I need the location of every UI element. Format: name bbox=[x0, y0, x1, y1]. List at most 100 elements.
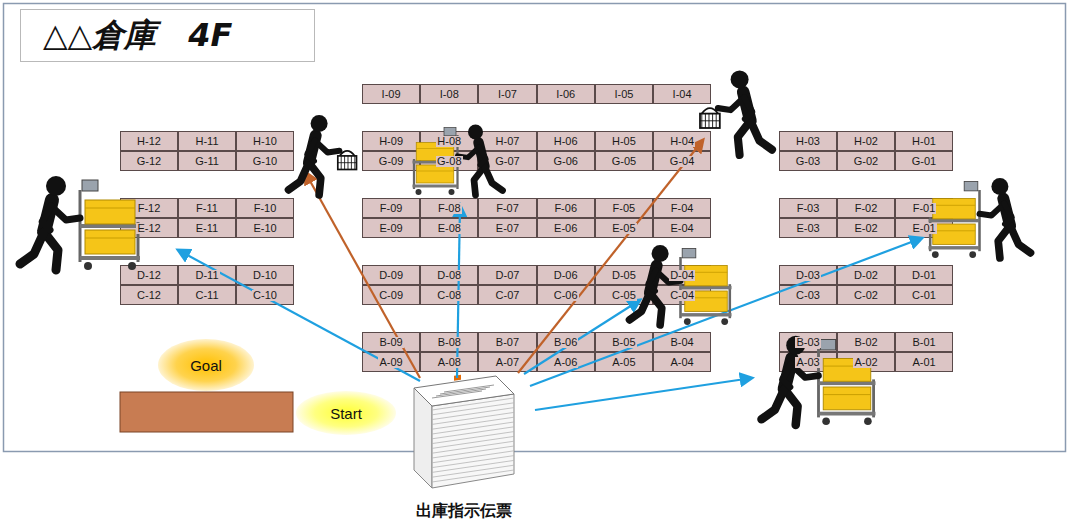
worker-figure bbox=[20, 200, 80, 270]
shelf-cell: B-09 bbox=[362, 332, 420, 352]
stack-front bbox=[432, 394, 514, 488]
location-code: G-09 bbox=[378, 156, 404, 167]
cart-wheel bbox=[721, 318, 728, 325]
location-code: H-11 bbox=[194, 136, 219, 147]
cart-wheel bbox=[416, 189, 422, 195]
basket-mesh bbox=[341, 156, 342, 170]
crate-rim bbox=[823, 366, 871, 367]
location-code: F-09 bbox=[379, 203, 404, 214]
basket-mesh bbox=[354, 156, 355, 170]
sheet-edge bbox=[432, 432, 514, 444]
location-code: B-08 bbox=[437, 337, 462, 348]
shelf-cell: E-01 bbox=[895, 218, 953, 238]
shelf-cell: C-01 bbox=[895, 285, 953, 305]
crate-rim bbox=[85, 208, 135, 209]
location-code: F-10 bbox=[253, 203, 278, 214]
basket-mesh bbox=[712, 114, 713, 128]
location-code: B-05 bbox=[611, 337, 636, 348]
route-arrow bbox=[535, 378, 752, 410]
marker-label: Goal bbox=[190, 357, 222, 374]
worker-figure bbox=[718, 92, 772, 155]
location-code: G-11 bbox=[194, 156, 220, 167]
location-code: B-02 bbox=[853, 337, 878, 348]
shelf-cell: C-11 bbox=[178, 285, 236, 305]
sheet-edge bbox=[432, 446, 514, 458]
shelf-cell: G-07 bbox=[478, 151, 536, 171]
shelf-cell: H-03 bbox=[779, 131, 837, 151]
shelf-cell: E-12 bbox=[120, 218, 178, 238]
top-sheet bbox=[414, 376, 514, 406]
cart-shelf bbox=[929, 246, 980, 249]
location-code: G-03 bbox=[795, 156, 821, 167]
location-code: G-10 bbox=[252, 156, 278, 167]
marker-label: Start bbox=[330, 405, 362, 422]
location-code: F-08 bbox=[437, 203, 462, 214]
location-code: B-09 bbox=[378, 337, 403, 348]
location-code: C-01 bbox=[911, 290, 937, 301]
cart-terminal bbox=[444, 128, 456, 136]
location-code: H-01 bbox=[911, 136, 937, 147]
shelf-cell: H-05 bbox=[595, 131, 653, 151]
location-code: F-01 bbox=[912, 203, 937, 214]
worker-leg bbox=[738, 121, 751, 155]
location-code: B-01 bbox=[911, 337, 936, 348]
location-code: G-05 bbox=[611, 156, 637, 167]
location-code: E-09 bbox=[378, 223, 403, 234]
location-code: E-07 bbox=[495, 223, 520, 234]
shelf-cell: G-12 bbox=[120, 151, 178, 171]
location-code: E-01 bbox=[911, 223, 936, 234]
route-arrow bbox=[178, 250, 420, 381]
worker-arm bbox=[791, 364, 819, 377]
location-code: H-12 bbox=[136, 136, 162, 147]
shelf-cell: E-09 bbox=[362, 218, 420, 238]
shelf-cell: D-05 bbox=[595, 265, 653, 285]
worker-arm bbox=[656, 271, 681, 283]
shelf-cell: F-10 bbox=[236, 198, 294, 218]
warehouse-worker bbox=[630, 245, 732, 325]
shelf-cell: I-06 bbox=[537, 84, 595, 104]
worker-arm bbox=[51, 206, 80, 220]
location-code: G-08 bbox=[436, 156, 462, 167]
shelf-cell: F-09 bbox=[362, 198, 420, 218]
basket-body bbox=[700, 114, 720, 128]
floor-frame bbox=[4, 4, 1066, 452]
cart-wheel bbox=[822, 417, 830, 425]
worker-leg bbox=[474, 167, 485, 196]
crate-rim bbox=[685, 297, 728, 298]
slip-line bbox=[440, 387, 490, 394]
location-code: A-04 bbox=[669, 357, 694, 368]
sheet-edge bbox=[432, 408, 514, 420]
cart-terminal bbox=[682, 249, 696, 258]
location-code: D-11 bbox=[194, 270, 219, 281]
warehouse-worker bbox=[413, 125, 503, 196]
worker-leg bbox=[762, 389, 785, 419]
shelf-cell: C-10 bbox=[236, 285, 294, 305]
cart-handle bbox=[817, 349, 820, 417]
location-code: D-09 bbox=[378, 270, 404, 281]
shelf-cell: E-06 bbox=[537, 218, 595, 238]
location-code: H-02 bbox=[853, 136, 879, 147]
shelf-cell: F-11 bbox=[178, 198, 236, 218]
worker-leg bbox=[44, 232, 58, 270]
location-code: E-04 bbox=[669, 223, 694, 234]
shelf-cell: B-07 bbox=[478, 332, 536, 352]
basket-mesh bbox=[705, 114, 706, 128]
location-code: C-07 bbox=[495, 290, 521, 301]
shelf-cell: E-11 bbox=[178, 218, 236, 238]
worker-leg bbox=[630, 293, 650, 320]
cart-terminal bbox=[820, 340, 835, 350]
title-box: △△倉庫 4F bbox=[20, 9, 315, 62]
location-code: E-10 bbox=[252, 223, 277, 234]
warehouse-worker bbox=[929, 178, 1031, 258]
worker-figure bbox=[458, 143, 503, 196]
sheet-edge bbox=[432, 427, 514, 439]
picking-cart bbox=[681, 249, 732, 326]
cart-handle bbox=[456, 135, 458, 189]
shelf-cell: H-02 bbox=[837, 131, 895, 151]
basket-mesh bbox=[700, 120, 720, 121]
location-code: E-12 bbox=[136, 223, 161, 234]
shelf-cell: I-04 bbox=[653, 84, 711, 104]
location-code: I-04 bbox=[672, 89, 693, 100]
shelf-cell: H-01 bbox=[895, 131, 953, 151]
